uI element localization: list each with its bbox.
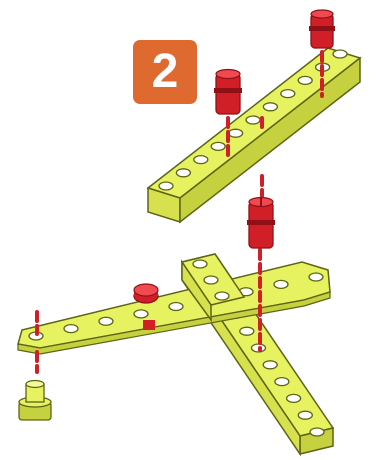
lower-hole <box>263 361 277 369</box>
lower-hole <box>310 428 324 436</box>
liftarm-hole <box>134 310 148 318</box>
upper-hole <box>159 182 173 190</box>
upper-hole <box>333 50 347 58</box>
pin-center <box>247 198 275 249</box>
pin-liftarm <box>134 284 158 303</box>
liftarm-hole <box>309 273 323 281</box>
upper-hole <box>176 169 190 177</box>
upper-hole <box>229 129 243 137</box>
lower-hole <box>240 327 254 335</box>
lower-hole <box>298 411 312 419</box>
flat-liftarm <box>18 262 330 354</box>
lower-hole <box>275 378 289 386</box>
bushing-bottom-left <box>19 381 51 421</box>
step-number: 2 <box>133 40 197 104</box>
liftarm-hole <box>169 303 183 311</box>
pin-top-right <box>309 10 335 48</box>
upper-hole <box>211 142 225 150</box>
upper-hole <box>263 103 277 111</box>
upper-hole <box>246 116 260 124</box>
step-badge: 2 <box>133 40 197 104</box>
upper-hole <box>298 76 312 84</box>
pin-top-middle <box>214 70 242 115</box>
liftarm-underside-pin <box>143 320 155 330</box>
upper-hole <box>194 156 208 164</box>
liftarm-hole <box>274 280 288 288</box>
lower-hole <box>287 394 301 402</box>
liftarm-hole <box>99 317 113 325</box>
liftarm-hole <box>64 325 78 333</box>
upper-hole <box>281 90 295 98</box>
